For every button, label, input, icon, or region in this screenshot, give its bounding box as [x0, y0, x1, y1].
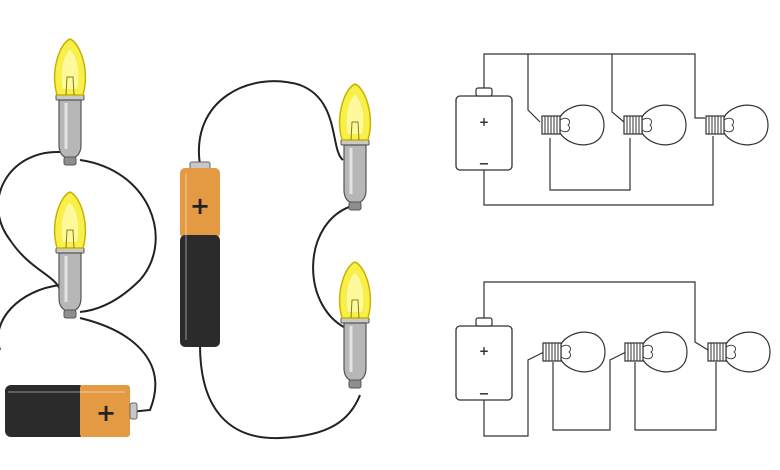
bulb-bottom-right — [338, 260, 372, 390]
battery-minus-label: − — [479, 157, 490, 172]
battery-plus-label: + — [96, 399, 116, 427]
wire — [549, 138, 631, 191]
line-bulb — [623, 104, 687, 146]
battery-vertical: + — [180, 161, 220, 347]
wire — [527, 54, 541, 123]
wire — [483, 136, 714, 206]
wire — [634, 362, 717, 431]
illustrated-parallel-circuit — [0, 80, 361, 440]
battery-minus-label: − — [479, 387, 490, 402]
wire — [483, 351, 545, 437]
wire — [552, 351, 627, 431]
bulb-middle-left — [53, 190, 87, 320]
line-bulb — [541, 104, 605, 146]
battery-plus-label: + — [479, 115, 489, 129]
wire — [0, 150, 61, 291]
wire — [0, 284, 61, 350]
bulb-top-right — [338, 82, 372, 212]
schematic-top — [483, 53, 714, 206]
wire — [79, 317, 157, 413]
line-bulb — [707, 331, 771, 373]
wire — [312, 204, 356, 331]
battery-plus-label: + — [479, 344, 489, 358]
wire — [197, 80, 344, 166]
wire — [483, 281, 709, 351]
wire — [79, 159, 157, 313]
line-bulb — [705, 104, 769, 146]
bulb-top-left — [53, 37, 87, 167]
wire — [611, 54, 625, 123]
wire — [199, 344, 361, 440]
line-bulb — [542, 331, 606, 373]
wire — [483, 53, 705, 119]
line-bulb — [624, 331, 688, 373]
battery-plus-label: + — [190, 192, 210, 220]
battery-horizontal: + — [5, 385, 138, 437]
schematic-bottom — [483, 281, 717, 437]
